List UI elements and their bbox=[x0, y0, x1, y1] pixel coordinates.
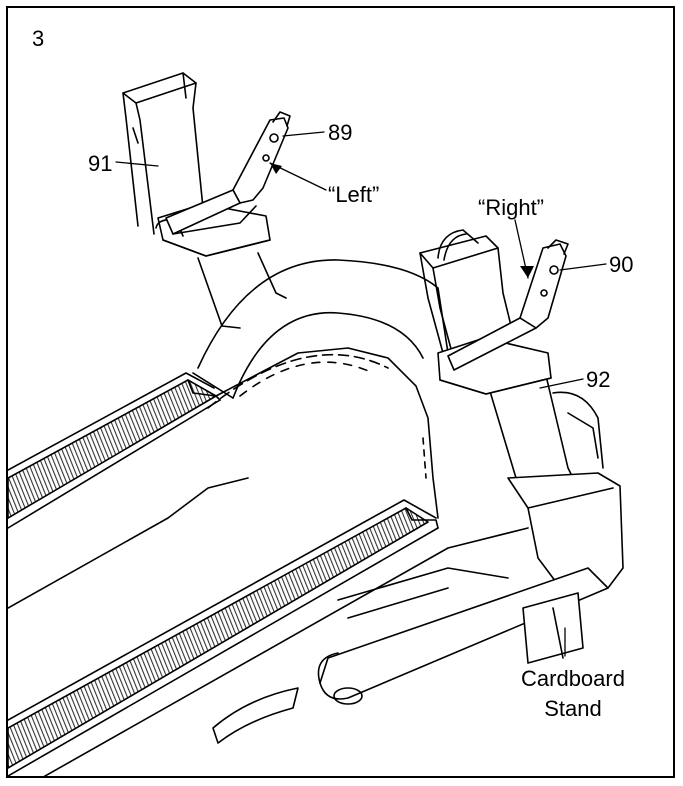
leader-91 bbox=[115, 161, 159, 167]
right-bracket-90 bbox=[447, 239, 569, 371]
callout-left: “Left” bbox=[328, 182, 380, 207]
arrow-right-icon bbox=[520, 266, 534, 278]
callout-92: 92 bbox=[586, 367, 611, 392]
walking-belt bbox=[8, 347, 439, 609]
diagram-frame: 3 89 91 “Left” “Right” 90 92 Cardboard S… bbox=[6, 6, 675, 778]
lower-side-rail bbox=[8, 499, 529, 776]
left-side-rail bbox=[8, 372, 221, 529]
leader-89 bbox=[282, 131, 325, 137]
cardboard-line-1: Cardboard bbox=[521, 666, 625, 691]
callout-cardboard-stand: Cardboard Stand bbox=[488, 664, 658, 724]
callout-right: “Right” bbox=[478, 195, 545, 220]
callout-90: 90 bbox=[609, 252, 634, 277]
step-number: 3 bbox=[32, 26, 45, 51]
leader-lines bbox=[115, 131, 607, 657]
left-bracket-89 bbox=[165, 111, 291, 235]
callout-91: 91 bbox=[88, 151, 113, 176]
treadmill-assembly-illustration bbox=[8, 72, 624, 776]
leader-90 bbox=[559, 263, 607, 271]
leader-92 bbox=[539, 378, 584, 389]
callout-89: 89 bbox=[328, 120, 353, 145]
cardboard-line-2: Stand bbox=[544, 696, 602, 721]
arrow-left-icon bbox=[270, 163, 282, 174]
base-frame bbox=[212, 391, 624, 744]
left-upright-91 bbox=[122, 72, 287, 329]
motor-hood bbox=[192, 259, 449, 399]
